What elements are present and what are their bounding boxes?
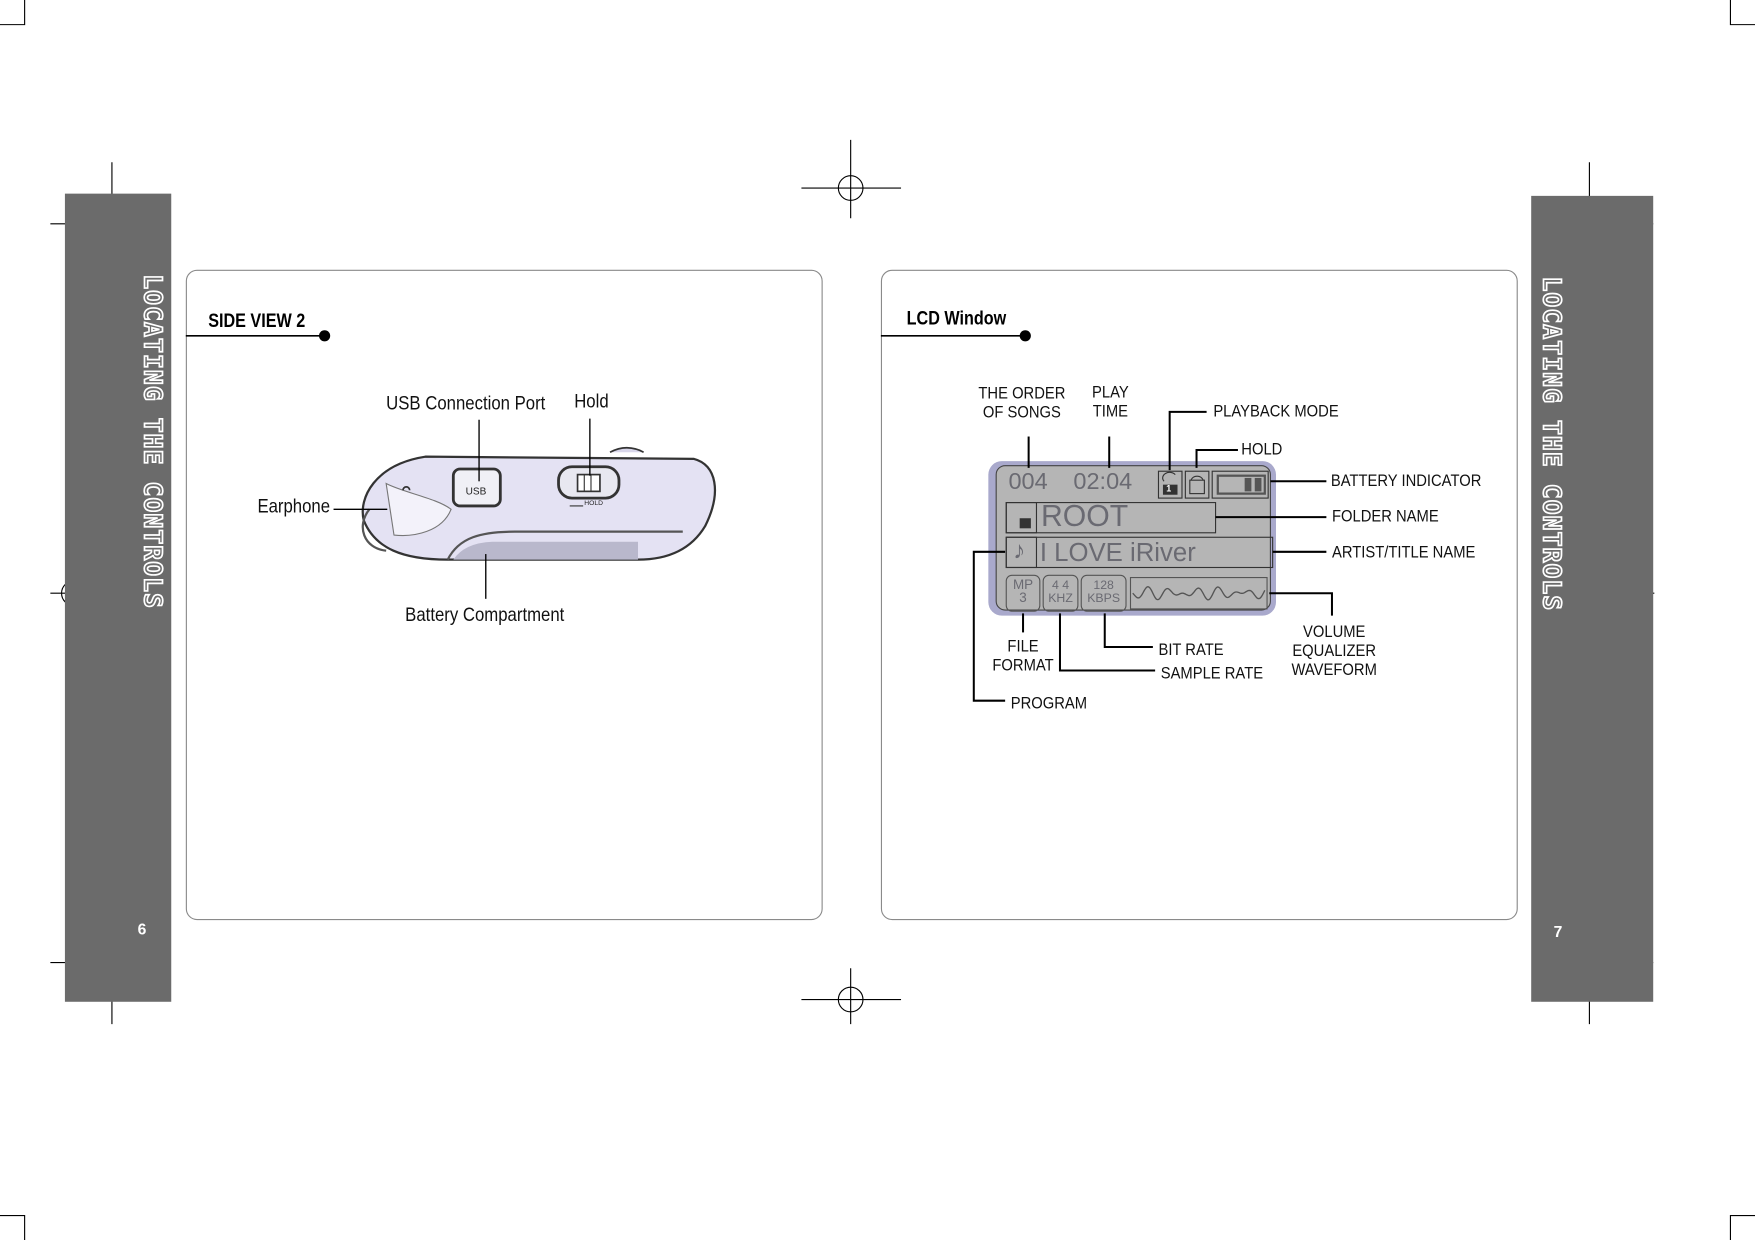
lcd-repeat-number: 1 [1166, 483, 1172, 494]
label-line: PLAY [1092, 382, 1129, 402]
label-sample-rate: SAMPLE RATE [1160, 663, 1264, 683]
label-line: WAVEFORM [1291, 660, 1377, 680]
label-battery-indicator: BATTERY INDICATOR [1330, 471, 1482, 491]
format-bottom: 3 [1019, 589, 1027, 606]
waveform [1132, 586, 1266, 601]
section-tab-left [64, 193, 172, 1002]
label-line: TIME [1092, 401, 1128, 421]
label-program: PROGRAM [1010, 693, 1088, 713]
music-note-icon [1005, 536, 1038, 569]
lcd-folder: ROOT [1040, 499, 1129, 533]
folder-icon [1005, 502, 1038, 534]
waveform-box [1129, 576, 1268, 610]
music-note-glyph: ♪ [1012, 536, 1026, 565]
lcd-play-time: 02:04 [1073, 468, 1133, 495]
sample-bottom: KHZ [1048, 592, 1073, 606]
label-line: EQUALIZER [1292, 641, 1377, 661]
hold-print: HOLD [584, 500, 603, 508]
hold-lock-icon [1184, 470, 1210, 499]
side-view-panel [185, 269, 823, 921]
lcd-track-number: 004 [1008, 468, 1048, 495]
label-line: VOLUME [1303, 622, 1366, 642]
format-top: MP [1012, 576, 1034, 593]
section-tab-right [1531, 195, 1654, 1002]
bitrate-bottom: KBPS [1087, 592, 1121, 606]
usb-port [451, 467, 502, 508]
lcd-title: I LOVE iRiver [1039, 537, 1196, 567]
usb-print: USB [465, 485, 487, 497]
label-hold: HOLD [1241, 439, 1283, 459]
headphone-icon [402, 486, 411, 491]
page-number: 7 [1553, 922, 1563, 941]
label-artist-title: ARTIST/TITLE NAME [1331, 542, 1476, 562]
label-folder-name: FOLDER NAME [1331, 507, 1439, 527]
label-battery-compartment: Battery Compartment [405, 604, 565, 626]
battery-icon [1211, 470, 1269, 499]
label-hold: Hold [574, 390, 609, 412]
label-line: FILE [1007, 636, 1039, 656]
label-earphone: Earphone [257, 495, 331, 518]
page-number: 6 [137, 920, 147, 938]
label-usb-port: USB Connection Port [386, 392, 546, 415]
sample-top: 4 4 [1051, 578, 1070, 593]
label-playback-mode: PLAYBACK MODE [1213, 401, 1339, 421]
label-line: THE ORDER [978, 383, 1066, 403]
bitrate-top: 128 [1093, 578, 1114, 593]
section-heading: SIDE VIEW 2 [208, 310, 306, 332]
section-heading: LCD Window [906, 307, 1007, 330]
label-line: OF SONGS [982, 402, 1061, 422]
repeat-icon [1157, 470, 1183, 499]
label-bit-rate: BIT RATE [1158, 640, 1224, 660]
label-line: FORMAT [992, 655, 1054, 675]
